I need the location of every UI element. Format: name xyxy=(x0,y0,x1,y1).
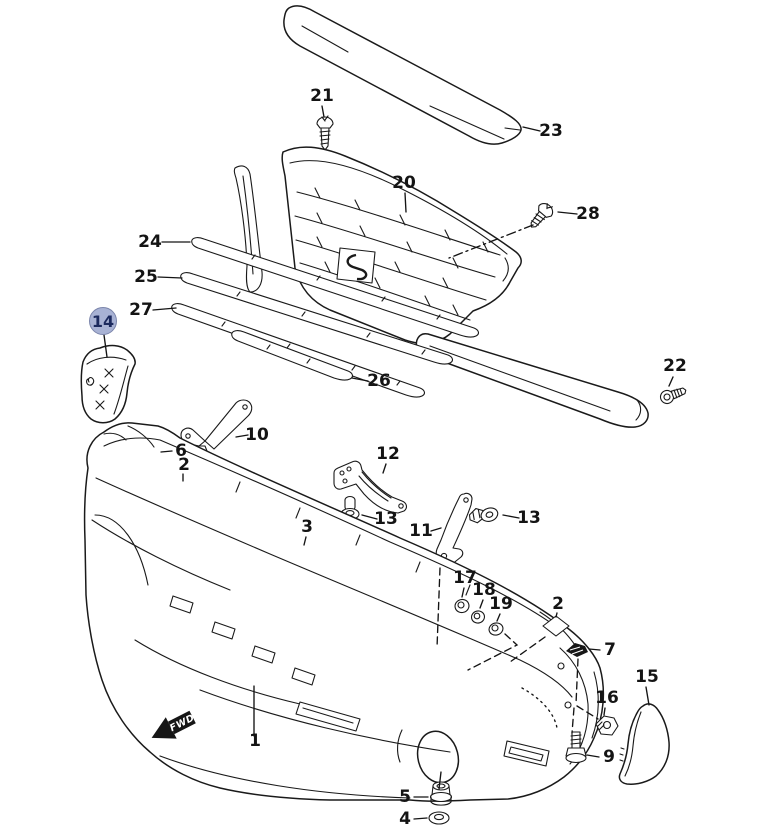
callout-3[interactable]: 3 xyxy=(301,517,313,537)
washer-18 xyxy=(470,610,486,624)
screw-21 xyxy=(316,115,334,151)
front-bumper xyxy=(83,422,605,802)
callout-6[interactable]: 6 xyxy=(175,441,187,461)
grille-lower-bar xyxy=(415,333,649,428)
callout-26[interactable]: 26 xyxy=(367,371,391,391)
callout-24[interactable]: 24 xyxy=(138,232,162,252)
side-bracket-11 xyxy=(435,492,473,566)
screw-22 xyxy=(659,387,687,405)
callout-11[interactable]: 11 xyxy=(409,521,433,541)
callout-7[interactable]: 7 xyxy=(604,640,616,660)
cushion-pad-2-right xyxy=(542,615,570,637)
callout-17[interactable]: 17 xyxy=(453,568,477,588)
callout-13-left[interactable]: 13 xyxy=(374,509,398,529)
callout-9[interactable]: 9 xyxy=(603,747,615,767)
screw-28 xyxy=(530,203,554,228)
clip-nut-16 xyxy=(595,715,619,736)
callout-19[interactable]: 19 xyxy=(489,594,513,614)
callout-10[interactable]: 10 xyxy=(245,425,269,445)
leader-lines xyxy=(103,105,674,820)
radiator-grille xyxy=(233,146,649,428)
corner-extension-15 xyxy=(618,703,670,785)
washer-19 xyxy=(488,622,504,636)
callout-14[interactable]: 14 xyxy=(92,312,114,331)
callout-27[interactable]: 27 xyxy=(129,300,153,320)
callout-4[interactable]: 4 xyxy=(399,809,411,828)
grille-side-trim xyxy=(233,165,263,293)
callout-labels: 21 23 20 28 24 25 27 26 22 6 2 10 12 13 … xyxy=(89,86,687,828)
callout-2-left[interactable]: 2 xyxy=(178,455,190,475)
grille-molding-25 xyxy=(180,272,453,365)
center-bracket-12 xyxy=(333,460,407,514)
callout-22[interactable]: 22 xyxy=(663,356,687,376)
callout-1[interactable]: 1 xyxy=(249,731,261,751)
callout-23[interactable]: 23 xyxy=(539,121,563,141)
grille-slats xyxy=(294,187,501,321)
clip-7 xyxy=(566,643,588,657)
callout-5[interactable]: 5 xyxy=(399,787,411,807)
grille-molding-26 xyxy=(231,330,353,381)
callout-2-right[interactable]: 2 xyxy=(552,594,564,614)
callout-15[interactable]: 15 xyxy=(635,667,659,687)
bolt-13-right xyxy=(468,507,499,524)
callout-21[interactable]: 21 xyxy=(310,86,334,106)
callout-16[interactable]: 16 xyxy=(595,688,619,708)
callout-14-highlighted[interactable]: 14 xyxy=(89,307,117,335)
callout-14-highlight-circle[interactable] xyxy=(89,307,117,335)
suzuki-emblem xyxy=(336,247,376,284)
callout-20[interactable]: 20 xyxy=(392,173,416,193)
bumper-extension-panel-14 xyxy=(80,344,136,424)
grommet-5 xyxy=(429,781,453,806)
callout-28[interactable]: 28 xyxy=(576,204,600,224)
callout-18[interactable]: 18 xyxy=(472,580,496,600)
hood-front-molding xyxy=(283,5,522,145)
grille-molding-27 xyxy=(171,303,425,398)
assembly-lines xyxy=(436,567,599,790)
grille-molding-24 xyxy=(191,237,479,338)
callout-25[interactable]: 25 xyxy=(134,267,158,287)
nut-4 xyxy=(428,811,450,825)
callout-13-right[interactable]: 13 xyxy=(517,508,541,528)
bolt-9 xyxy=(565,731,587,764)
assembly-line-28 xyxy=(448,224,534,259)
callout-12[interactable]: 12 xyxy=(376,444,400,464)
grommet-17 xyxy=(454,598,470,614)
